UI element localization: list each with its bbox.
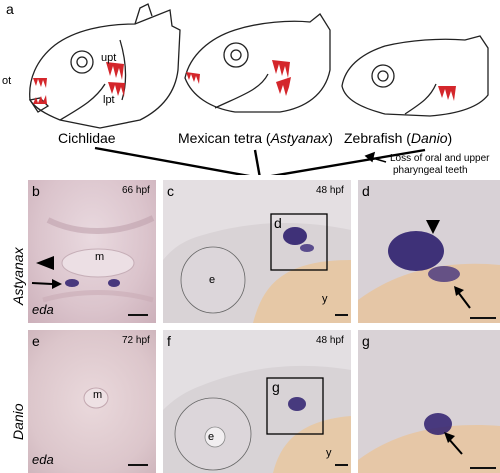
loss-arrow (364, 151, 387, 163)
panel-g-photo (358, 330, 500, 473)
panel-f-stage: 48 hpf (316, 335, 344, 346)
phylogeny-tree (94, 146, 426, 175)
zebrafish-red-teeth (438, 86, 456, 101)
panel-b-mark: m (95, 251, 105, 263)
loss-note-line1: Loss of oral and upper (390, 153, 490, 164)
label-upt: upt (101, 52, 117, 64)
panel-letter-f: f (167, 333, 171, 349)
fish-phylogeny-diagram (28, 3, 489, 175)
label-ot: ot (2, 75, 12, 87)
panel-letter-d: d (362, 183, 370, 199)
panel-f-eye: e (208, 431, 215, 443)
panel-b-stage: 66 hpf (122, 185, 150, 196)
loss-note: Loss of oral and upper pharyngeal teeth (390, 153, 490, 177)
astyanax-head-drawing (184, 13, 331, 113)
panel-b-photo (28, 180, 156, 323)
panel-letter-b: b (32, 183, 40, 199)
row-label-danio: Danio (10, 403, 26, 440)
panel-e-gene: eda (32, 452, 54, 467)
panel-d-photo (358, 180, 500, 323)
panel-f-inset-label: g (272, 379, 280, 395)
panel-c-photo (163, 180, 351, 323)
caption-zebrafish: Zebrafish (Danio) (344, 130, 453, 146)
loss-note-line2: pharyngeal teeth (393, 165, 468, 176)
panel-e-stage: 72 hpf (122, 335, 150, 346)
panel-c-inset-label: d (274, 215, 282, 231)
caption-cichlidae: Cichlidae (58, 130, 116, 146)
panel-f-photo (163, 330, 351, 473)
cichlid-head-drawing (28, 3, 181, 129)
cichlid-red-teeth (33, 62, 125, 104)
panel-e-mark: m (93, 389, 103, 401)
zebrafish-head-drawing (341, 35, 489, 117)
row-label-astyanax: Astyanax (10, 247, 26, 305)
panel-f-yolk: y (326, 447, 332, 459)
panel-b-gene: eda (32, 302, 54, 317)
panel-e-photo (28, 330, 156, 473)
astyanax-red-teeth (186, 60, 291, 96)
panel-letter-g: g (362, 333, 370, 349)
panel-c-stage: 48 hpf (316, 185, 344, 196)
panel-letter-e: e (32, 333, 40, 349)
panel-c-eye: e (209, 274, 216, 286)
label-lpt: lpt (103, 94, 115, 106)
panel-letter-a: a (6, 1, 14, 17)
panel-letter-c: c (167, 183, 174, 199)
caption-mexican-tetra: Mexican tetra (Astyanax) (178, 130, 333, 146)
panel-c-yolk: y (322, 293, 328, 305)
